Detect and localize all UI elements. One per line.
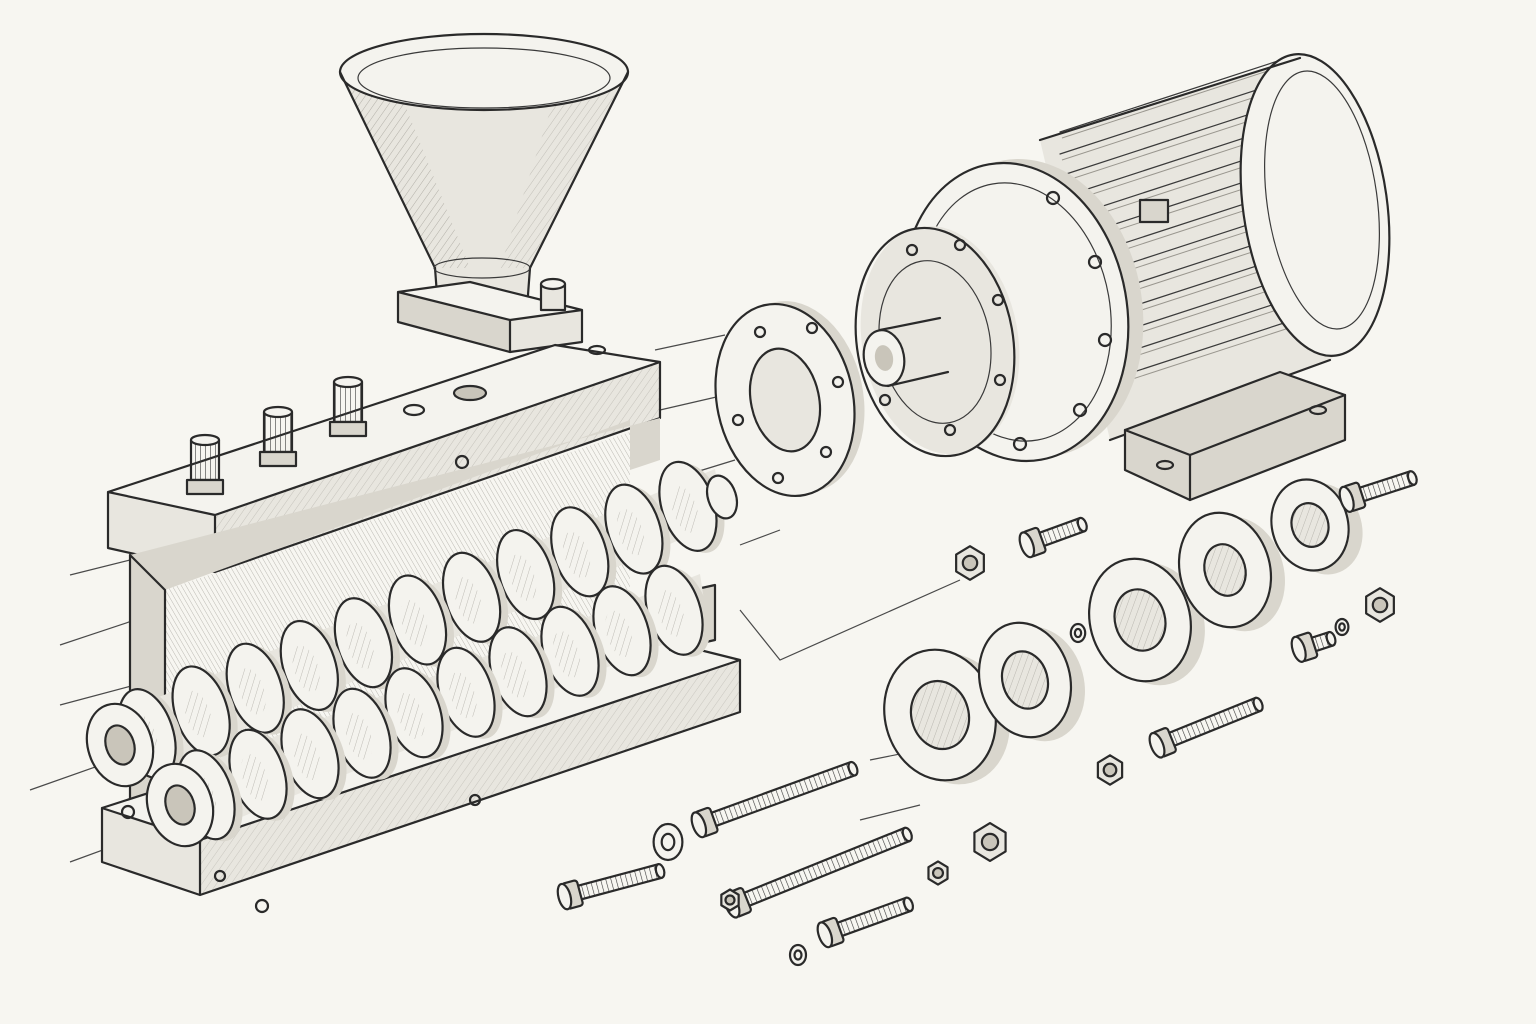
bolt <box>1290 630 1337 663</box>
twin-screw-shafts <box>85 375 739 848</box>
hex-nut <box>1365 587 1395 623</box>
hopper-funnel <box>338 32 630 354</box>
screw-flight <box>384 667 451 760</box>
seal-ring <box>1177 511 1285 632</box>
washer <box>1069 622 1087 644</box>
screw-flight <box>228 728 295 821</box>
screw-flight <box>488 626 555 719</box>
leader-line <box>69 559 131 576</box>
coupling-flange <box>714 301 865 498</box>
shaft-stub <box>707 475 737 519</box>
leader-line <box>859 804 921 821</box>
screw-shaft <box>85 460 739 788</box>
cooling-fin <box>1059 56 1291 133</box>
screw-flight <box>604 483 671 576</box>
bolts-nuts-washers <box>556 470 1418 967</box>
leader-lines <box>29 334 961 863</box>
screw-flight <box>387 574 455 667</box>
hex-nut <box>927 860 949 886</box>
screw-flight <box>333 597 400 690</box>
washer <box>1334 617 1350 637</box>
screw-flight <box>280 708 347 801</box>
bolt <box>1338 470 1418 513</box>
leader-line <box>654 334 726 351</box>
bolt <box>816 896 915 949</box>
housing-stud-bolt <box>185 433 225 496</box>
leader-line <box>739 579 961 661</box>
hex-nut <box>955 545 985 581</box>
washer <box>652 822 684 862</box>
screw-flight <box>658 460 725 553</box>
screw-flight <box>279 619 346 712</box>
bolt <box>556 863 666 911</box>
screw-flight <box>171 665 238 758</box>
seal-ring <box>977 621 1085 742</box>
screw-flight <box>644 564 711 657</box>
electric-motor-with-gearbox <box>854 53 1391 502</box>
leader-line <box>59 684 136 706</box>
hex-nut <box>1096 754 1124 786</box>
cooling-fin <box>1059 78 1291 155</box>
screw-flight <box>332 687 399 780</box>
screw-flight <box>225 642 292 735</box>
hex-nut <box>720 888 740 912</box>
seal-ring <box>1088 557 1205 686</box>
housing-stud-bolt <box>258 405 298 468</box>
screw-flight <box>540 605 607 698</box>
screw-flight <box>592 585 659 678</box>
housing-stud-bolt <box>328 375 368 438</box>
leader-line <box>659 394 726 411</box>
screw-flight <box>436 646 503 739</box>
screw-flight <box>496 528 563 622</box>
seal-rings <box>883 478 1363 785</box>
screw-shaft <box>145 564 711 848</box>
threaded-rod <box>723 826 913 919</box>
bolt <box>1018 516 1088 559</box>
leader-line <box>739 529 781 546</box>
washer <box>788 943 808 967</box>
screw-flight <box>441 551 509 644</box>
bolt <box>1148 696 1264 759</box>
screw-flight <box>550 506 617 599</box>
hex-nut <box>973 821 1007 863</box>
threaded-rod <box>690 760 859 839</box>
